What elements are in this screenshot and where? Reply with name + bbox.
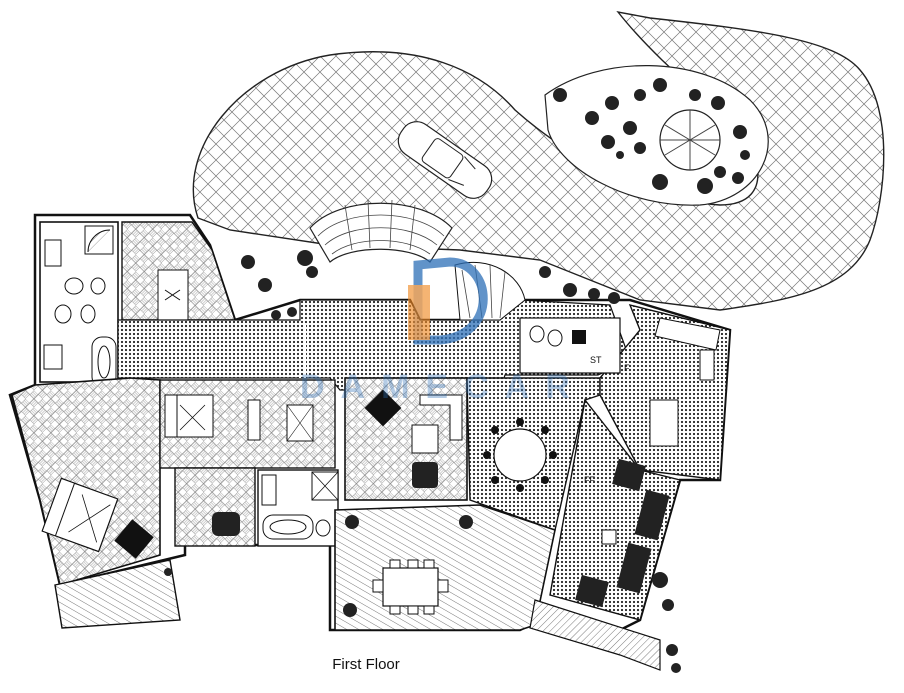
plan-caption: First Floor bbox=[332, 656, 400, 673]
rear-steps bbox=[529, 599, 661, 671]
room-study bbox=[344, 377, 468, 501]
car-icon bbox=[397, 121, 493, 199]
room-upper-bedroom bbox=[121, 221, 236, 321]
label-storage: ST bbox=[590, 355, 602, 365]
entrance-steps bbox=[309, 199, 453, 263]
bathroom-suite bbox=[39, 221, 119, 388]
watermark-text: DAMECAR bbox=[300, 368, 586, 406]
watermark-logo bbox=[408, 257, 488, 345]
plant-icons bbox=[164, 78, 750, 673]
room-utility bbox=[519, 317, 621, 374]
garden-tree-icon bbox=[659, 109, 721, 171]
room-sitting bbox=[549, 398, 681, 621]
label-fridge-bar: FF bbox=[584, 475, 595, 485]
room-dressing bbox=[174, 467, 256, 547]
driveway bbox=[192, 10, 885, 311]
room-living bbox=[466, 377, 601, 531]
room-kitchen bbox=[599, 303, 731, 481]
bathroom-middle bbox=[257, 469, 339, 547]
label-fridge-kitchen: F bbox=[624, 363, 630, 373]
room-dining bbox=[334, 504, 556, 631]
room-middle-bedroom bbox=[159, 379, 336, 469]
balcony-left bbox=[54, 559, 181, 629]
